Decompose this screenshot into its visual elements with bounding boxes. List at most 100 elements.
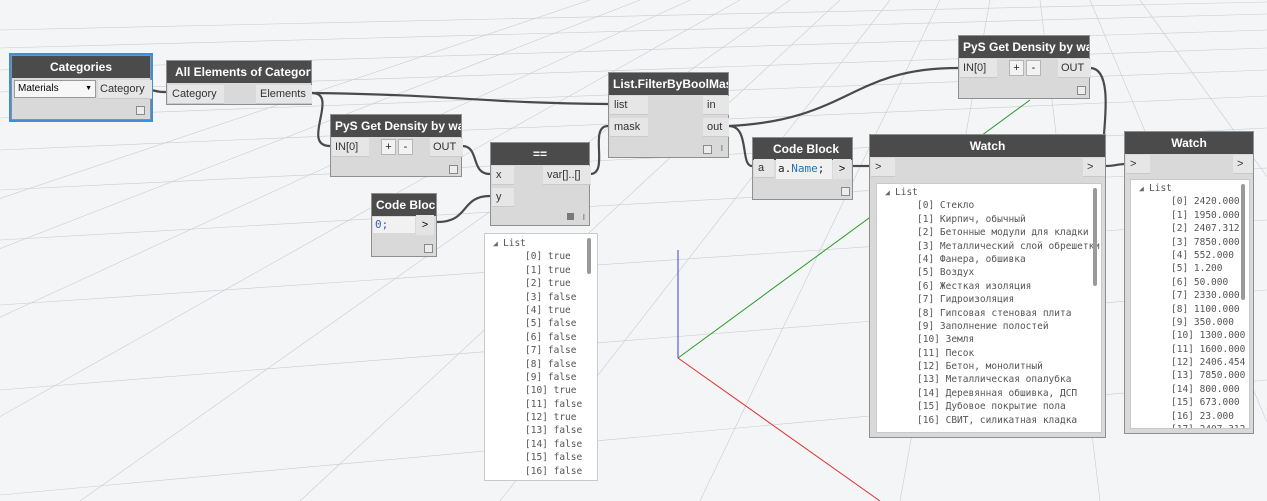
code-editor[interactable]: 0; <box>373 217 415 233</box>
list-item: [16] 23.000 <box>1171 410 1234 422</box>
code-text: 0; <box>375 218 389 231</box>
output-port-out[interactable]: OUT <box>430 138 463 157</box>
list-item: [1] true <box>525 264 571 276</box>
categories-node[interactable]: Categories Materials ▼ Category <box>9 53 153 122</box>
output-port-elements[interactable]: Elements <box>256 85 312 104</box>
code-editor[interactable]: a.Name; <box>776 159 832 179</box>
list-item: [14] 800.000 <box>1171 383 1240 395</box>
output-port[interactable]: > <box>833 159 851 179</box>
category-dropdown[interactable]: Materials ▼ <box>14 80 96 98</box>
input-port-category[interactable]: Category <box>168 85 224 104</box>
chevron-down-icon: ▼ <box>85 85 92 92</box>
list-item: [16] false <box>525 465 583 477</box>
output-port[interactable]: > <box>1233 155 1253 174</box>
watch-density-node[interactable]: Watch > > ◢List [0] 2420.000[1] 1950.000… <box>1124 131 1254 434</box>
scrollbar[interactable] <box>1241 184 1245 300</box>
list-item: [3] 7850.000 <box>1171 236 1240 248</box>
input-port-mask[interactable]: mask <box>610 118 648 137</box>
node-title: PyS Get Density by wall <box>331 115 461 137</box>
output-port-category[interactable]: Category <box>98 80 152 99</box>
filter-by-bool-mask-node[interactable]: List.FilterByBoolMask list mask in out l <box>608 72 729 158</box>
watch-density-list[interactable]: ◢List [0] 2420.000[1] 1950.000 [2] 2407.3… <box>1130 179 1250 429</box>
output-port-var[interactable]: var[]..[] <box>543 166 591 185</box>
list-item: [4] true <box>525 304 571 316</box>
code-block-zero-node[interactable]: Code Block 0; > <box>371 193 437 257</box>
list-item: [0] true <box>525 251 571 263</box>
scrollbar[interactable] <box>1093 188 1097 286</box>
list-item: [10] Земля <box>917 334 975 346</box>
list-item: [11] false <box>525 398 583 410</box>
add-input-button[interactable]: + <box>1009 60 1024 76</box>
list-item: [12] true <box>525 412 577 424</box>
node-title: PyS Get Density by wall <box>959 36 1089 58</box>
node-title: == <box>491 143 589 165</box>
output-port-in[interactable]: in <box>703 96 729 115</box>
list-item: [0] 2420.000 <box>1171 196 1240 208</box>
all-elements-node[interactable]: All Elements of Category Category Elemen… <box>166 60 312 105</box>
list-item: [4] 552.000 <box>1171 249 1234 261</box>
remove-input-button[interactable]: - <box>1026 60 1041 76</box>
node-title: Watch <box>870 135 1105 157</box>
dropdown-value: Materials <box>18 83 59 94</box>
list-item: [13] Металлическая опалубка <box>917 374 1072 386</box>
list-header: ◢List <box>493 238 526 249</box>
input-port-in0[interactable]: IN[0] <box>332 138 369 157</box>
preview-toggle[interactable] <box>841 187 850 196</box>
preview-toggle[interactable] <box>449 165 458 174</box>
list-item: [8] Гипсовая стеновая плита <box>917 307 1072 319</box>
input-port-a[interactable]: a <box>754 159 774 178</box>
preview-toggle[interactable] <box>424 244 433 253</box>
list-item: [7] false <box>525 345 577 357</box>
output-port-out[interactable]: out <box>703 118 729 137</box>
list-item: [3] Металлический слой обрешетки <box>917 240 1101 252</box>
input-port-list[interactable]: list <box>610 96 648 115</box>
code-text-suffix: ; <box>817 162 825 175</box>
node-title: All Elements of Category <box>167 61 311 83</box>
list-item: [1] 1950.000 <box>1171 209 1240 221</box>
list-item: [5] Воздух <box>917 267 975 279</box>
input-port[interactable]: > <box>871 158 895 177</box>
code-text-prefix: a. <box>778 162 792 175</box>
pys-density-node-2[interactable]: PyS Get Density by wall IN[0] + - OUT <box>958 35 1091 99</box>
watch-names-list[interactable]: ◢List [0] Стекло[1] Кирпич, обычный[2] Б… <box>876 183 1102 433</box>
input-port-x[interactable]: x <box>492 166 514 185</box>
list-item: [13] false <box>525 425 583 437</box>
equals-node[interactable]: == x y var[]..[] l <box>490 142 591 226</box>
list-item: [2] true <box>525 278 571 290</box>
list-item: [1] Кирпич, обычный <box>917 213 1026 225</box>
list-item: [7] 2330.000 <box>1171 290 1240 302</box>
list-item: [10] true <box>525 385 577 397</box>
list-item: [9] false <box>525 371 577 383</box>
node-title: Code Block <box>753 138 852 160</box>
output-port-out[interactable]: OUT <box>1058 59 1091 78</box>
preview-toggle[interactable] <box>136 106 145 115</box>
list-item: [14] Деревянная обшивка, ДСП <box>917 387 1078 399</box>
output-port[interactable]: > <box>416 215 434 235</box>
list-header: ◢List <box>885 187 918 198</box>
preview-toggle[interactable] <box>1077 86 1086 95</box>
lacing-label: l <box>583 213 585 222</box>
input-port-y[interactable]: y <box>492 188 514 207</box>
node-title: Categories <box>12 56 150 78</box>
list-item: [9] Заполнение полостей <box>917 320 1049 332</box>
list-item: [2] 2407.312 <box>1171 223 1240 235</box>
equals-preview-list[interactable]: ◢List [0] true[1] true[2] true[3] false[… <box>484 233 598 481</box>
list-header: ◢List <box>1139 183 1172 194</box>
list-item: [6] 50.000 <box>1171 276 1229 288</box>
scrollbar[interactable] <box>587 238 591 274</box>
remove-input-button[interactable]: - <box>398 139 413 155</box>
list-item: [5] 1.200 <box>1171 263 1223 275</box>
watch-names-node[interactable]: Watch > > ◢List [0] Стекло[1] Кирпич, об… <box>869 134 1106 438</box>
output-port[interactable]: > <box>1083 158 1105 177</box>
list-item: [11] 1600.000 <box>1171 343 1246 355</box>
pys-density-node-1[interactable]: PyS Get Density by wall IN[0] + - OUT <box>330 114 463 177</box>
list-item: [0] Стекло <box>917 200 975 212</box>
add-input-button[interactable]: + <box>381 139 396 155</box>
code-block-name-node[interactable]: Code Block a a.Name; > <box>752 137 853 200</box>
preview-toggle[interactable] <box>703 145 712 154</box>
input-port-in0[interactable]: IN[0] <box>960 59 997 78</box>
input-port[interactable]: > <box>1126 155 1150 174</box>
list-item: [3] false <box>525 291 577 303</box>
list-item: [4] Фанера, обшивка <box>917 253 1026 265</box>
list-item: [14] false <box>525 438 583 450</box>
